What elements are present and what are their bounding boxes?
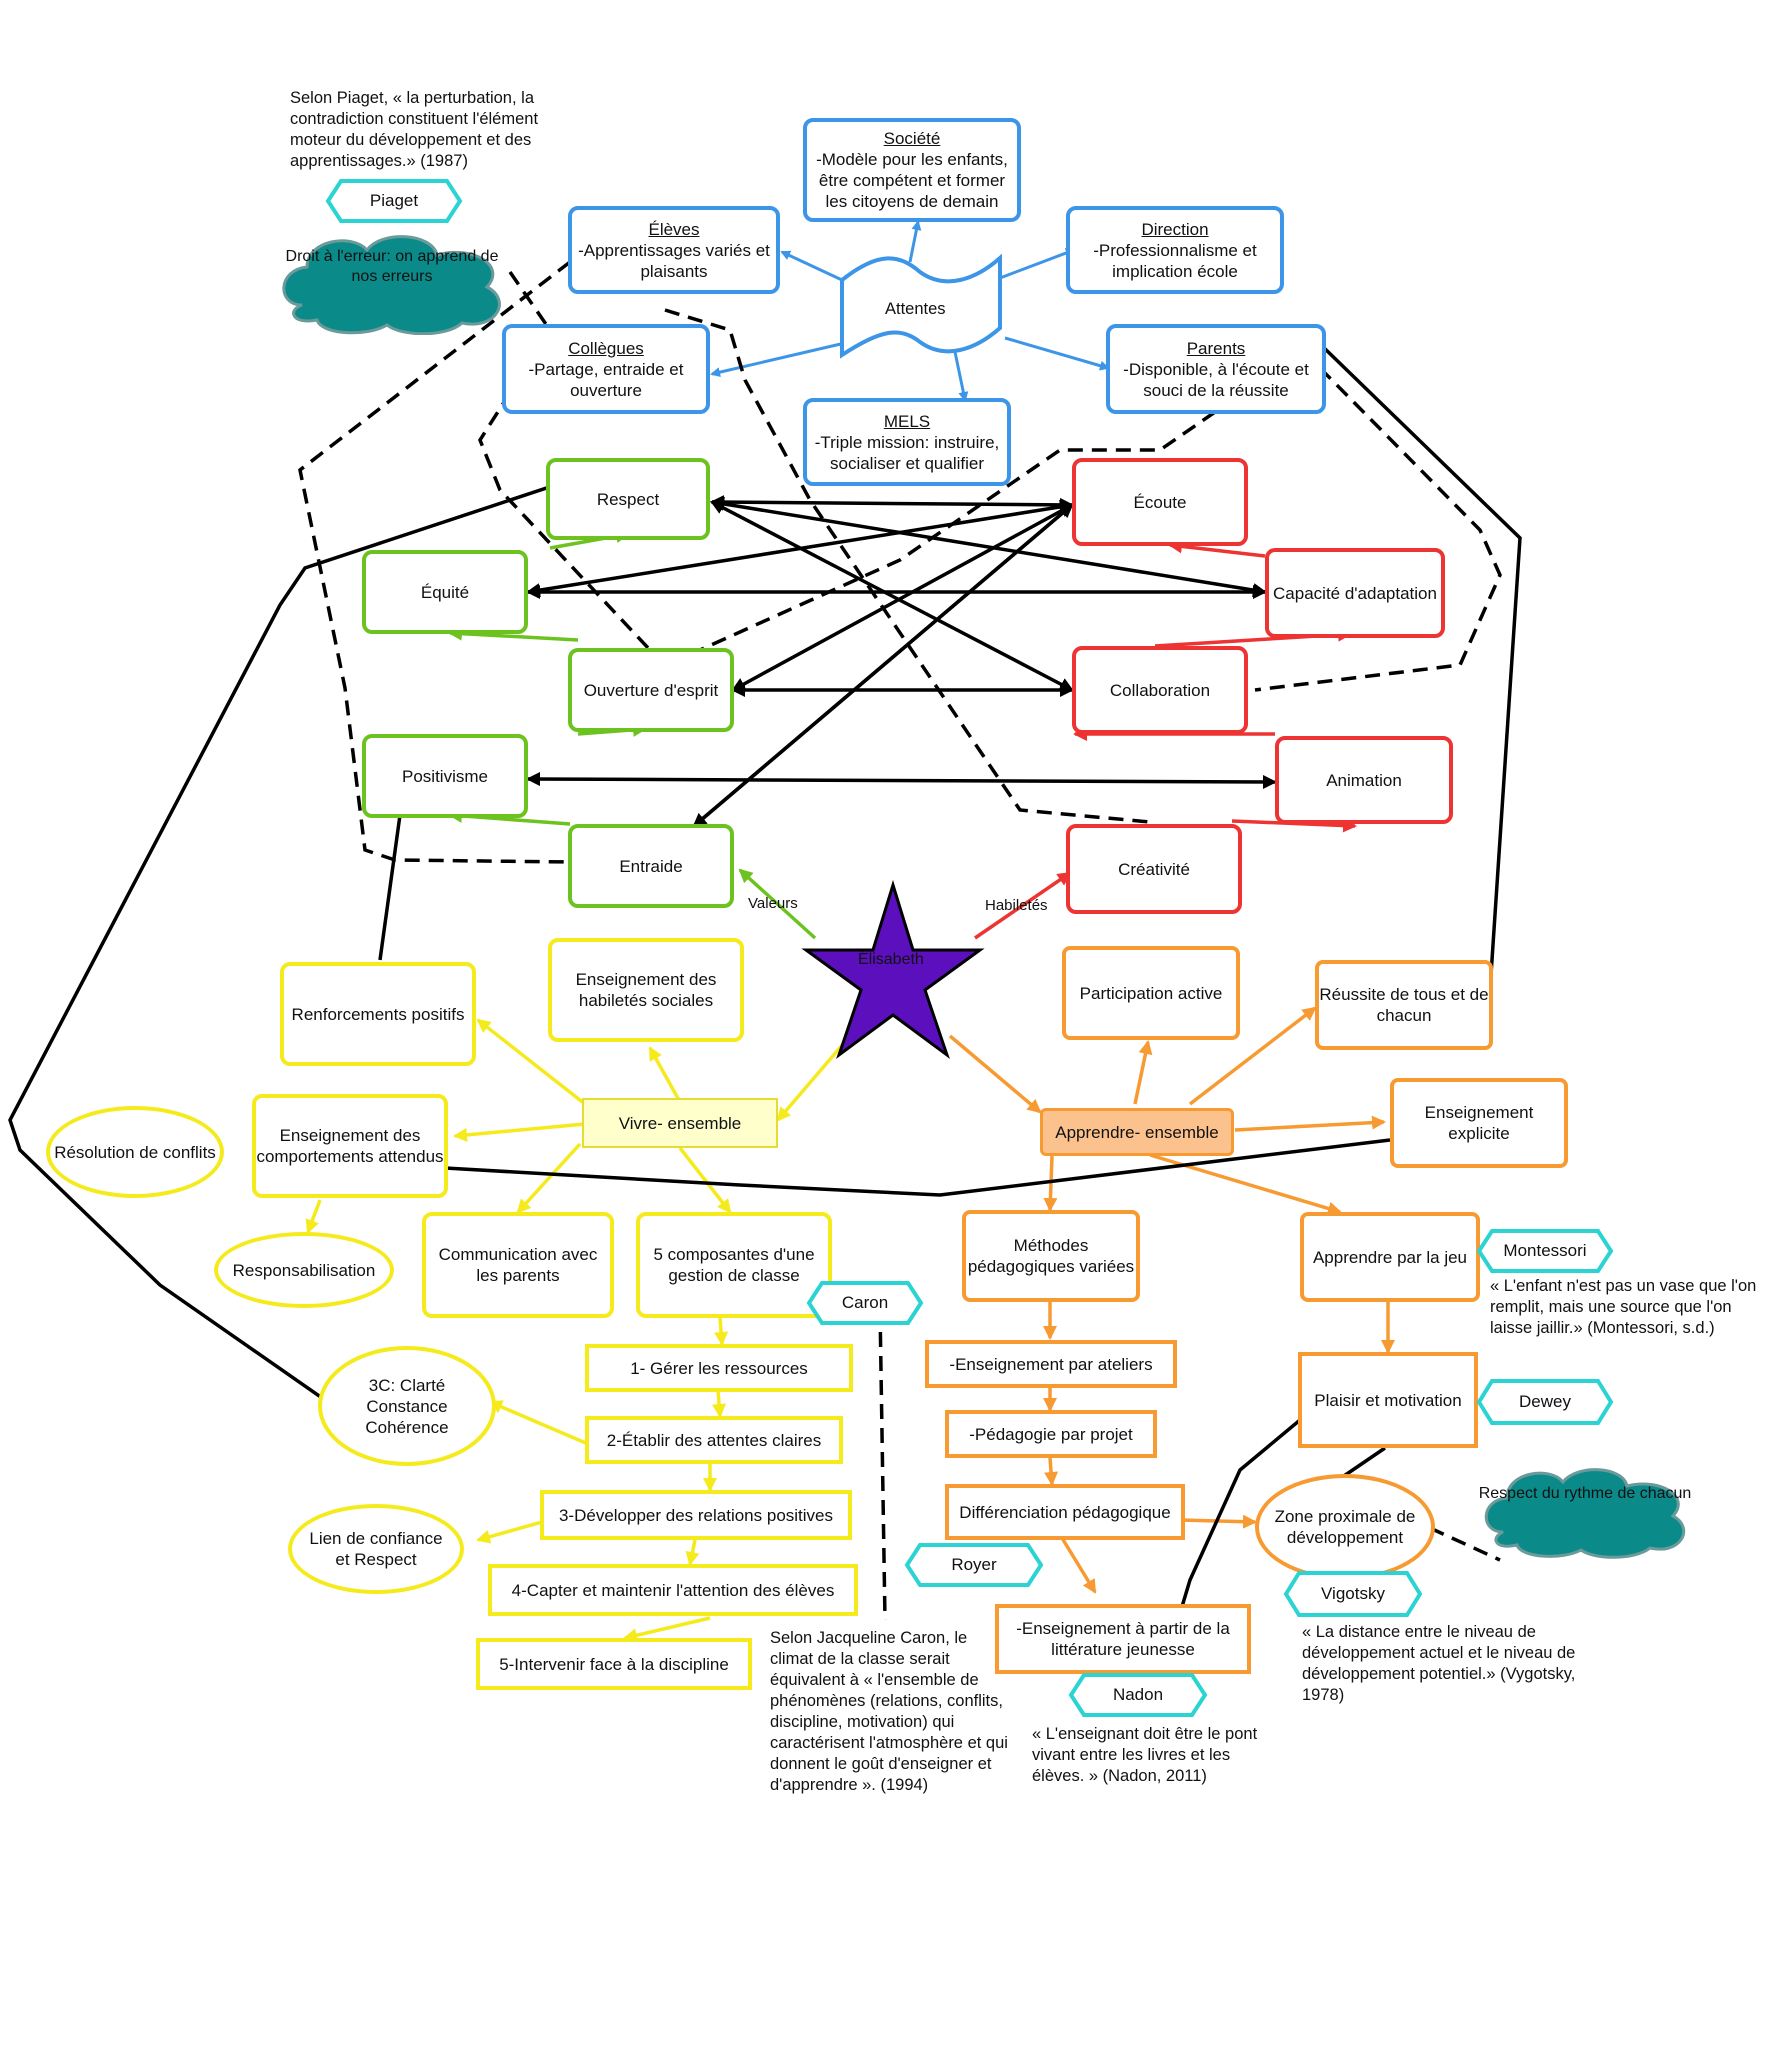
skill-ecoute: Écoute [1072,458,1248,546]
royer-tag: Royer [904,1542,1044,1588]
communication-box: Communication avec les parents [422,1212,614,1318]
composantes-box: 5 composantes d'une gestion de classe [636,1212,832,1318]
value-respect: Respect [546,458,710,540]
trois-c-ellipse: 3C: Clarté Constance Cohérence [318,1346,496,1466]
caron-tag: Caron [806,1280,924,1326]
center-star [801,879,985,1060]
participation-box: Participation active [1062,946,1240,1040]
habiletes-label: Habiletés [985,897,1048,914]
rythme-cloud: Respect du rythme de chacun [1475,1460,1695,1560]
vigotsky-quote: « La distance entre le niveau de dévelop… [1302,1623,1576,1704]
differenciation-box: Différenciation pédagogique [945,1484,1185,1540]
societe-title: Société [883,129,941,148]
hexagon-shape [904,1543,1044,1587]
dewey-tag: Dewey [1476,1378,1614,1426]
step-3: 3-Développer des relations positives [540,1490,852,1540]
step-1: 1- Gérer les ressources [585,1344,853,1392]
methodes-box: Méthodes pédagogiques variées [962,1210,1140,1302]
cloud-shape [1484,1468,1686,1559]
responsabilisation-ellipse: Responsabilisation [214,1232,394,1308]
skill-creativite: Créativité [1066,824,1242,914]
societe-text: -Modèle pour les enfants, être compétent… [816,150,1008,211]
lien-ellipse: Lien de confiance et Respect [288,1504,464,1594]
parents-box: Parents -Disponible, à l'écoute et souci… [1106,324,1326,414]
attentes-banner [840,253,1002,359]
hexagon-shape [1068,1673,1208,1717]
montessori-name: Montessori [1503,1241,1587,1260]
value-entraide: Entraide [568,824,734,908]
value-equite: Équité [362,550,528,634]
societe-box: Société -Modèle pour les enfants, être c… [803,118,1021,222]
valeurs-label: Valeurs [748,895,798,912]
collegues-text: -Partage, entraide et ouverture [528,359,684,400]
mels-text: -Triple mission: instruire, socialiser e… [814,432,1000,473]
step-4: 4-Capter et maintenir l'attention des él… [488,1564,858,1616]
hexagon-shape [1476,1229,1614,1273]
hexagon-shape [325,179,463,223]
nadon-name: Nadon [1112,1685,1164,1704]
vigotsky-tag: Vigotsky [1283,1570,1423,1618]
eleves-title: Élèves [648,219,700,239]
piaget-quote: Selon Piaget, « la perturbation, la cont… [290,89,539,170]
mels-box: MELS -Triple mission: instruire, sociali… [803,398,1011,486]
rythme-cloud-text: Respect du rythme de chacun [1478,1485,1692,1502]
explicite-box: Enseignement explicite [1390,1078,1568,1168]
collegues-box: Collègues -Partage, entraide et ouvertur… [502,324,710,414]
direction-box: Direction -Professionnalisme et implicat… [1066,206,1284,294]
vigotsky-name: Vigotsky [1321,1584,1385,1603]
parents-title: Parents [1186,338,1246,358]
skill-collaboration: Collaboration [1072,646,1248,734]
comportements-box: Enseignement des comportements attendus [252,1094,448,1198]
caron-quote: Selon Jacqueline Caron, le climat de la … [770,1629,1008,1794]
attentes-label: Attentes [885,300,946,318]
skill-animation: Animation [1275,736,1453,824]
piaget-tag: Piaget [325,178,463,224]
renforcements-box: Renforcements positifs [280,962,476,1066]
direction-text: -Professionnalisme et implication école [1093,240,1257,281]
montessori-tag: Montessori [1476,1228,1614,1274]
habiletes-sociales-box: Enseignement des habiletés sociales [548,938,744,1042]
nadon-quote: « L'enseignant doit être le pont vivant … [1032,1725,1258,1785]
parents-text: -Disponible, à l'écoute et souci de la r… [1123,359,1309,400]
caron-name: Caron [841,1293,889,1312]
skill-adaptation: Capacité d'adaptation [1265,548,1445,638]
royer-name: Royer [951,1555,997,1574]
jeu-box: Apprendre par la jeu [1300,1212,1480,1302]
eleves-text: -Apprentissages variés et plaisants [578,240,770,281]
mels-title: MELS [883,411,931,431]
hexagon-shape [1283,1571,1423,1617]
resolution-ellipse: Résolution de conflits [46,1106,224,1198]
nadon-tag: Nadon [1068,1672,1208,1718]
plaisir-box: Plaisir et motivation [1298,1352,1478,1448]
piaget-cloud: Droit à l'erreur: on apprend de nos erre… [272,225,512,335]
eleves-box: Élèves -Apprentissages variés et plaisan… [568,206,780,294]
hexagon-shape [1476,1379,1614,1425]
hexagon-shape [806,1281,924,1325]
step-2: 2-Établir des attentes claires [585,1416,843,1464]
vivre-ensemble-box: Vivre- ensemble [582,1098,778,1148]
montessori-quote: « L'enfant n'est pas un vase que l'on re… [1490,1277,1757,1337]
apprendre-ensemble-box: Apprendre- ensemble [1040,1108,1234,1156]
zone-ellipse: Zone proximale de développement [1255,1474,1435,1580]
step-5: 5-Intervenir face à la discipline [476,1638,752,1690]
value-positivisme: Positivisme [362,734,528,818]
piaget-name: Piaget [369,191,419,210]
value-ouverture: Ouverture d'esprit [568,648,734,732]
piaget-cloud-text: Droit à l'erreur: on apprend de nos erre… [285,248,499,285]
litterature-box: -Enseignement à partir de la littérature… [995,1604,1251,1674]
projet-box: -Pédagogie par projet [945,1410,1157,1458]
reussite-box: Réussite de tous et de chacun [1315,960,1493,1050]
dewey-name: Dewey [1519,1392,1571,1411]
center-name: Élisabeth [858,951,924,968]
direction-title: Direction [1141,219,1209,239]
ateliers-box: -Enseignement par ateliers [925,1340,1177,1388]
cloud-shape [282,235,501,335]
collegues-title: Collègues [568,338,644,358]
